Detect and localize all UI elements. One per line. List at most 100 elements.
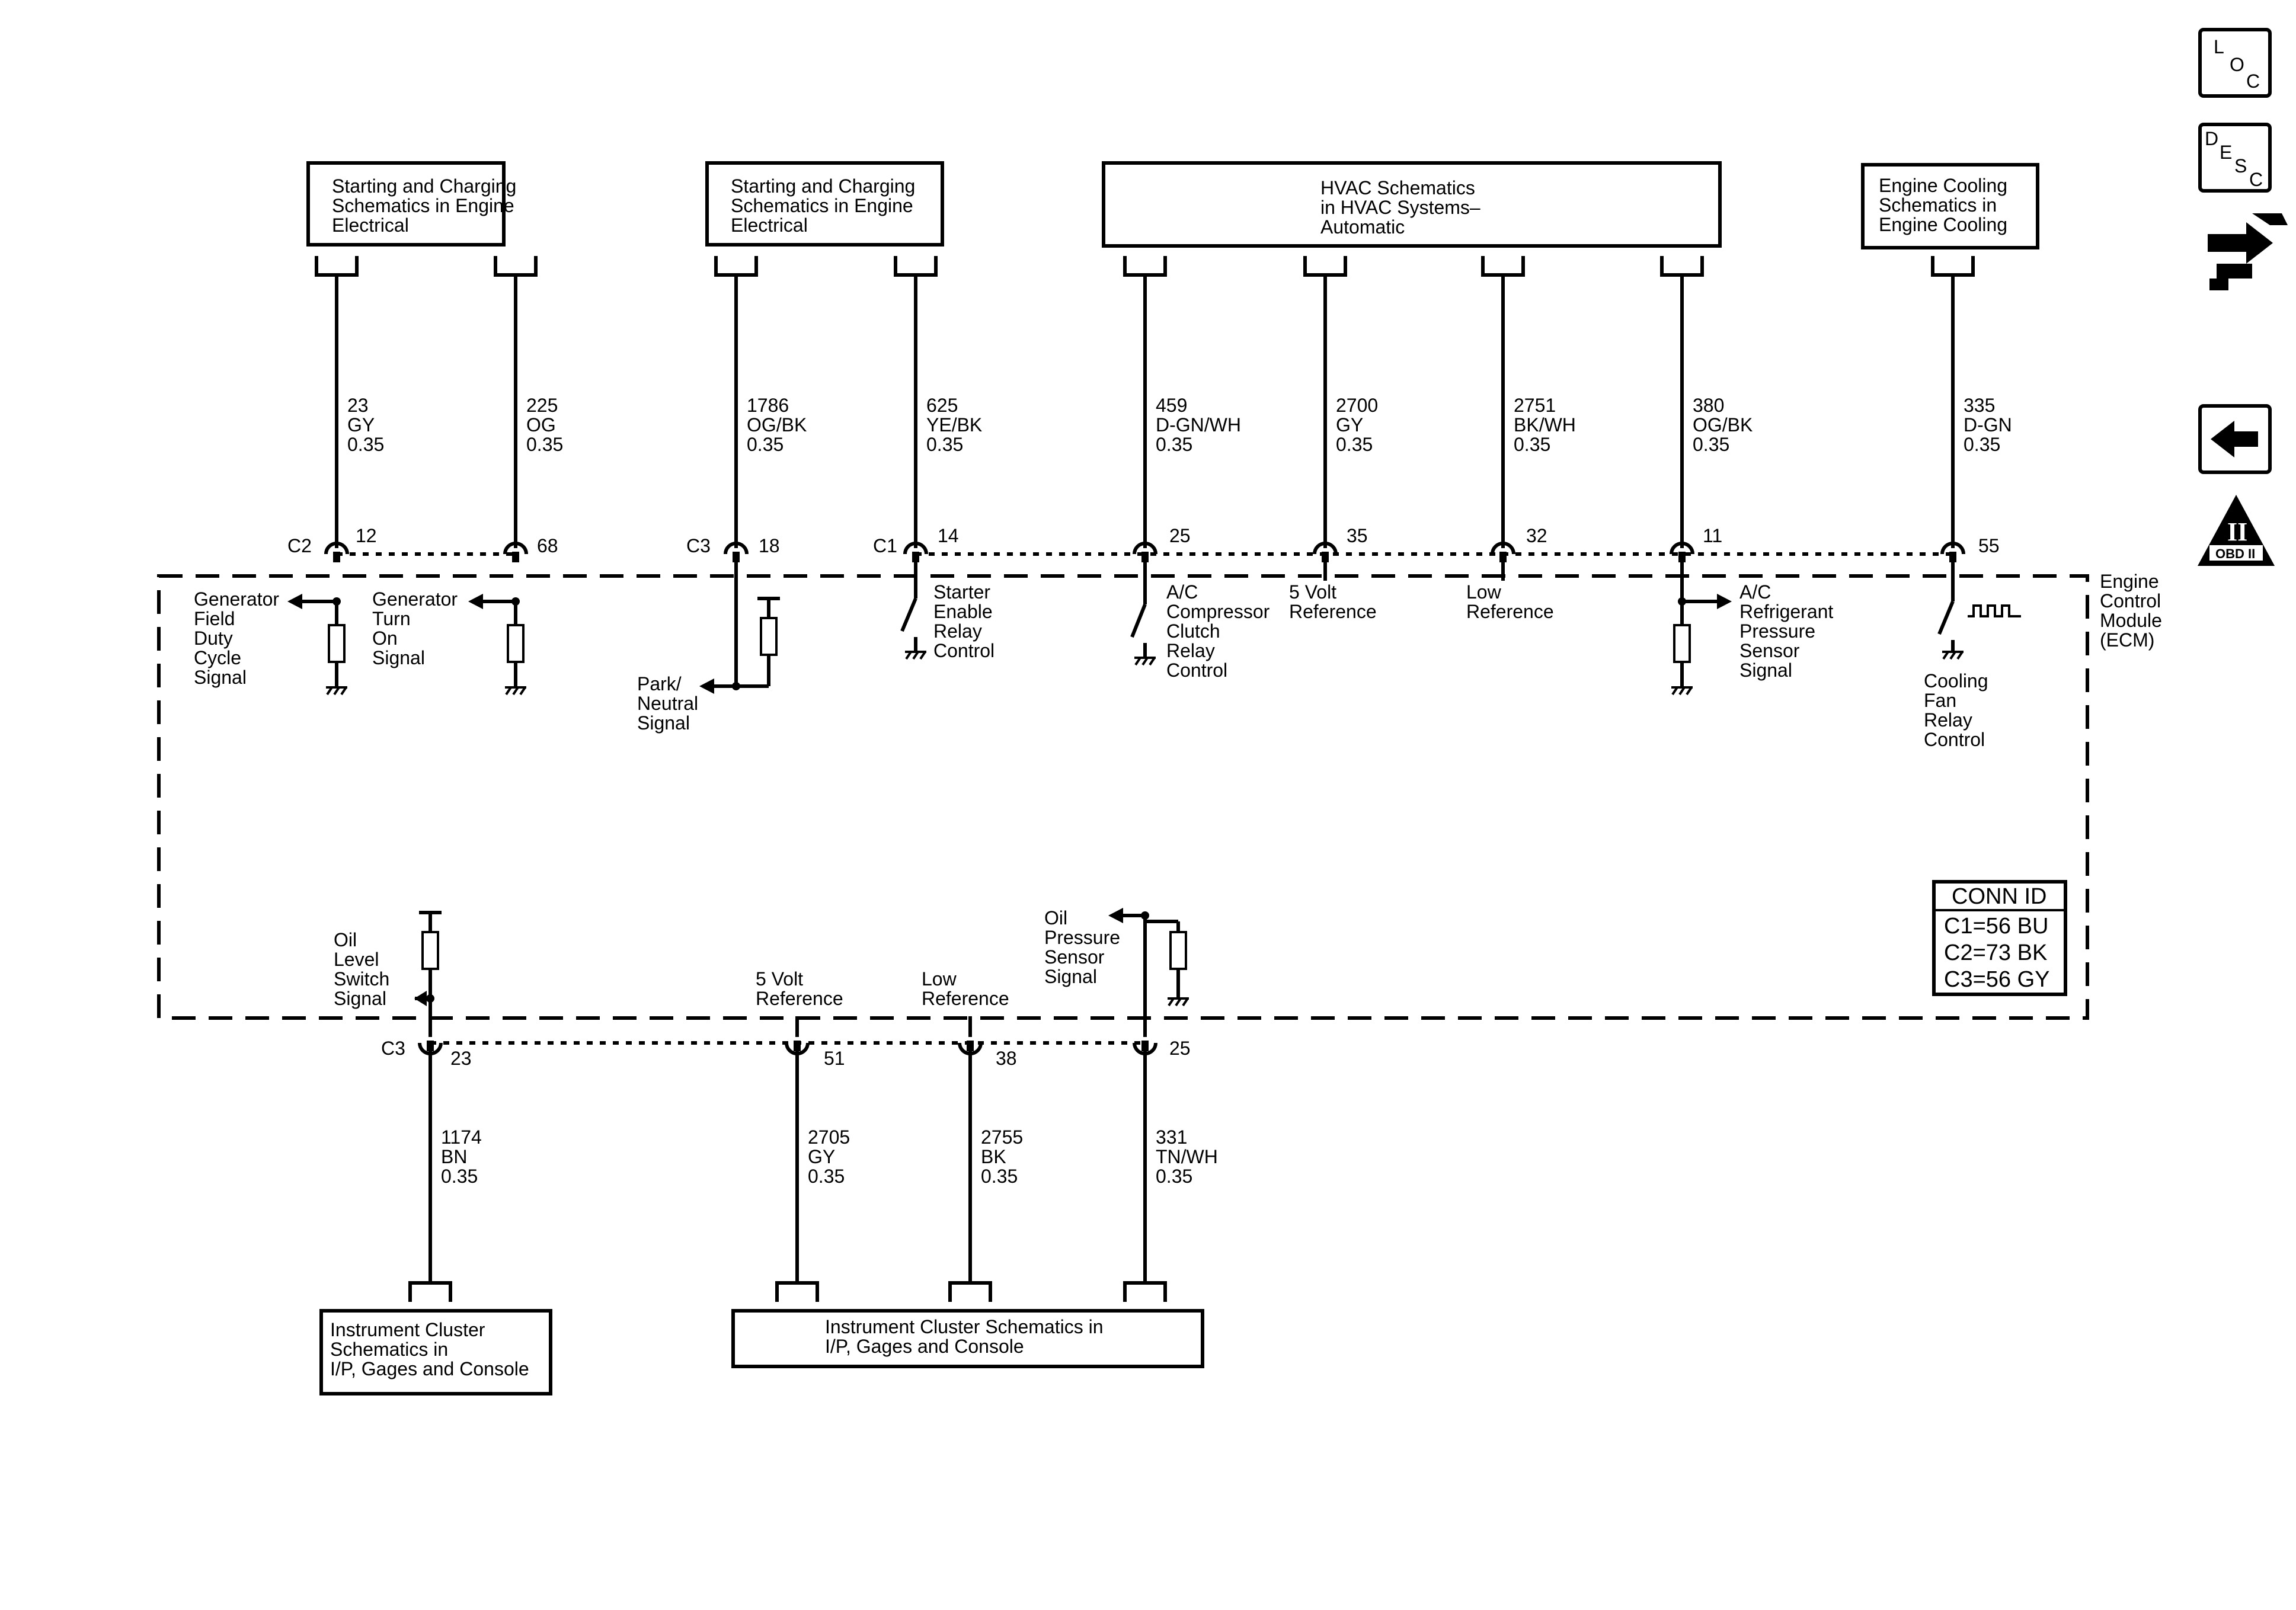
wire-label: D-GN/WH — [1156, 414, 1241, 436]
connector-label-c2: C2 — [287, 535, 312, 556]
wire-label: 2705 — [808, 1126, 850, 1148]
wire-label: TN/WH — [1156, 1146, 1218, 1167]
box-line: Schematics in Engine — [332, 195, 514, 216]
label-generator-field-signal: Generator Field Duty Cycle Signal — [194, 588, 279, 688]
wire-label: 331 — [1156, 1126, 1187, 1148]
wire-label: 459 — [1156, 395, 1187, 416]
svg-text:5 Volt: 5 Volt — [1289, 581, 1336, 603]
circuit-oil-pressure-sensor — [1108, 908, 1189, 1037]
svg-text:Engine: Engine — [2100, 571, 2159, 592]
desc-icon-letter: C — [2249, 169, 2263, 190]
box-instrument-cluster-1[interactable]: Instrument Cluster Schematics in I/P, Ga… — [319, 1309, 552, 1395]
svg-text:Cooling: Cooling — [1924, 670, 1988, 692]
box-line: in HVAC Systems– — [1320, 197, 1480, 218]
harness-connector — [1931, 256, 1975, 277]
loc-button[interactable]: L O C — [2198, 28, 2272, 98]
svg-text:Signal: Signal — [1739, 660, 1792, 681]
svg-text:Signal: Signal — [372, 647, 425, 668]
box-starting-charging-2[interactable]: Starting and Charging Schematics in Engi… — [705, 161, 944, 247]
svg-text:Signal: Signal — [1044, 966, 1097, 987]
tool-hand-icon[interactable] — [2208, 213, 2288, 290]
wire-label: D-GN — [1964, 414, 2012, 436]
pin-number: 12 — [356, 525, 377, 546]
box-line: Automatic — [1320, 216, 1405, 238]
inline-connector — [324, 542, 349, 555]
box-line: Starting and Charging — [731, 175, 915, 197]
svg-text:Module: Module — [2100, 610, 2162, 631]
harness-connector — [1123, 1281, 1167, 1302]
svg-text:5 Volt: 5 Volt — [756, 968, 803, 990]
svg-text:Duty: Duty — [194, 628, 233, 649]
svg-text:Level: Level — [334, 949, 379, 970]
svg-text:Switch: Switch — [334, 968, 389, 990]
back-button[interactable] — [2198, 404, 2272, 474]
wire-label: GY — [347, 414, 375, 436]
harness-connector — [714, 256, 758, 277]
svg-text:Signal: Signal — [637, 712, 690, 734]
box-hvac-schematics[interactable]: HVAC Schematics in HVAC Systems– Automat… — [1102, 161, 1722, 248]
svg-text:Oil: Oil — [334, 929, 357, 950]
pin-number: 14 — [938, 525, 959, 546]
box-instrument-cluster-2[interactable]: Instrument Cluster Schematics in I/P, Ga… — [731, 1309, 1204, 1368]
box-line: Schematics in — [1879, 194, 1997, 216]
pin-number: 25 — [1169, 1038, 1191, 1059]
loc-icon-letter: O — [2230, 54, 2244, 75]
box-engine-cooling[interactable]: Engine Cooling Schematics in Engine Cool… — [1861, 163, 2039, 249]
pin-number: 38 — [996, 1048, 1017, 1069]
wire-label: 0.35 — [926, 434, 963, 455]
box-line: Schematics in — [330, 1339, 448, 1360]
inline-connector — [1670, 542, 1694, 555]
conn-id-title: CONN ID — [1952, 884, 2046, 909]
circuit-park-neutral — [699, 560, 780, 694]
svg-text:Relay: Relay — [933, 620, 982, 642]
conn-id-row: C3=56 GY — [1944, 967, 2050, 992]
obd-ii-button[interactable]: II OBD II — [2198, 495, 2275, 566]
loc-icon-letter: C — [2246, 71, 2260, 92]
wire-label: 23 — [347, 395, 369, 416]
svg-text:Low: Low — [1466, 581, 1502, 603]
harness-connector — [894, 256, 938, 277]
back-arrow-icon — [2211, 421, 2258, 457]
label-ac-refrigerant-pressure-sensor-signal: A/C Refrigerant Pressure Sensor Signal — [1739, 581, 1833, 681]
wire-label: 2755 — [981, 1126, 1023, 1148]
connector-label-c1: C1 — [873, 535, 897, 556]
svg-text:Sensor: Sensor — [1739, 640, 1800, 661]
conn-id-row: C1=56 BU — [1944, 914, 2048, 939]
inline-connector — [1491, 542, 1515, 555]
loc-icon-letter: L — [2214, 36, 2224, 57]
obd-ii-label: OBD II — [2215, 546, 2255, 561]
box-starting-charging-1[interactable]: Starting and Charging Schematics in Engi… — [306, 161, 516, 247]
label-cooling-fan-relay-control: Cooling Fan Relay Control — [1924, 670, 1988, 750]
pin-number: 51 — [824, 1048, 845, 1069]
inline-connector — [724, 542, 749, 555]
conn-id-row: C2=73 BK — [1944, 940, 2047, 965]
label-5v-reference-bottom: 5 Volt Reference — [756, 968, 843, 1009]
connector-label-c3: C3 — [381, 1038, 405, 1059]
box-line: Engine Cooling — [1879, 175, 2007, 196]
harness-connector — [315, 256, 359, 277]
desc-icon-letter: S — [2234, 155, 2247, 177]
circuit-ac-pressure-sensor — [1671, 560, 1732, 696]
wire-label: 0.35 — [526, 434, 563, 455]
desc-button[interactable]: D E S C — [2198, 123, 2272, 193]
inline-connector — [1133, 542, 1157, 555]
label-low-reference-bottom: Low Reference — [922, 968, 1009, 1009]
inline-connector — [1940, 542, 1965, 555]
box-line: Electrical — [332, 215, 409, 236]
svg-text:Compressor: Compressor — [1166, 601, 1270, 622]
wire-label: OG/BK — [747, 414, 807, 436]
